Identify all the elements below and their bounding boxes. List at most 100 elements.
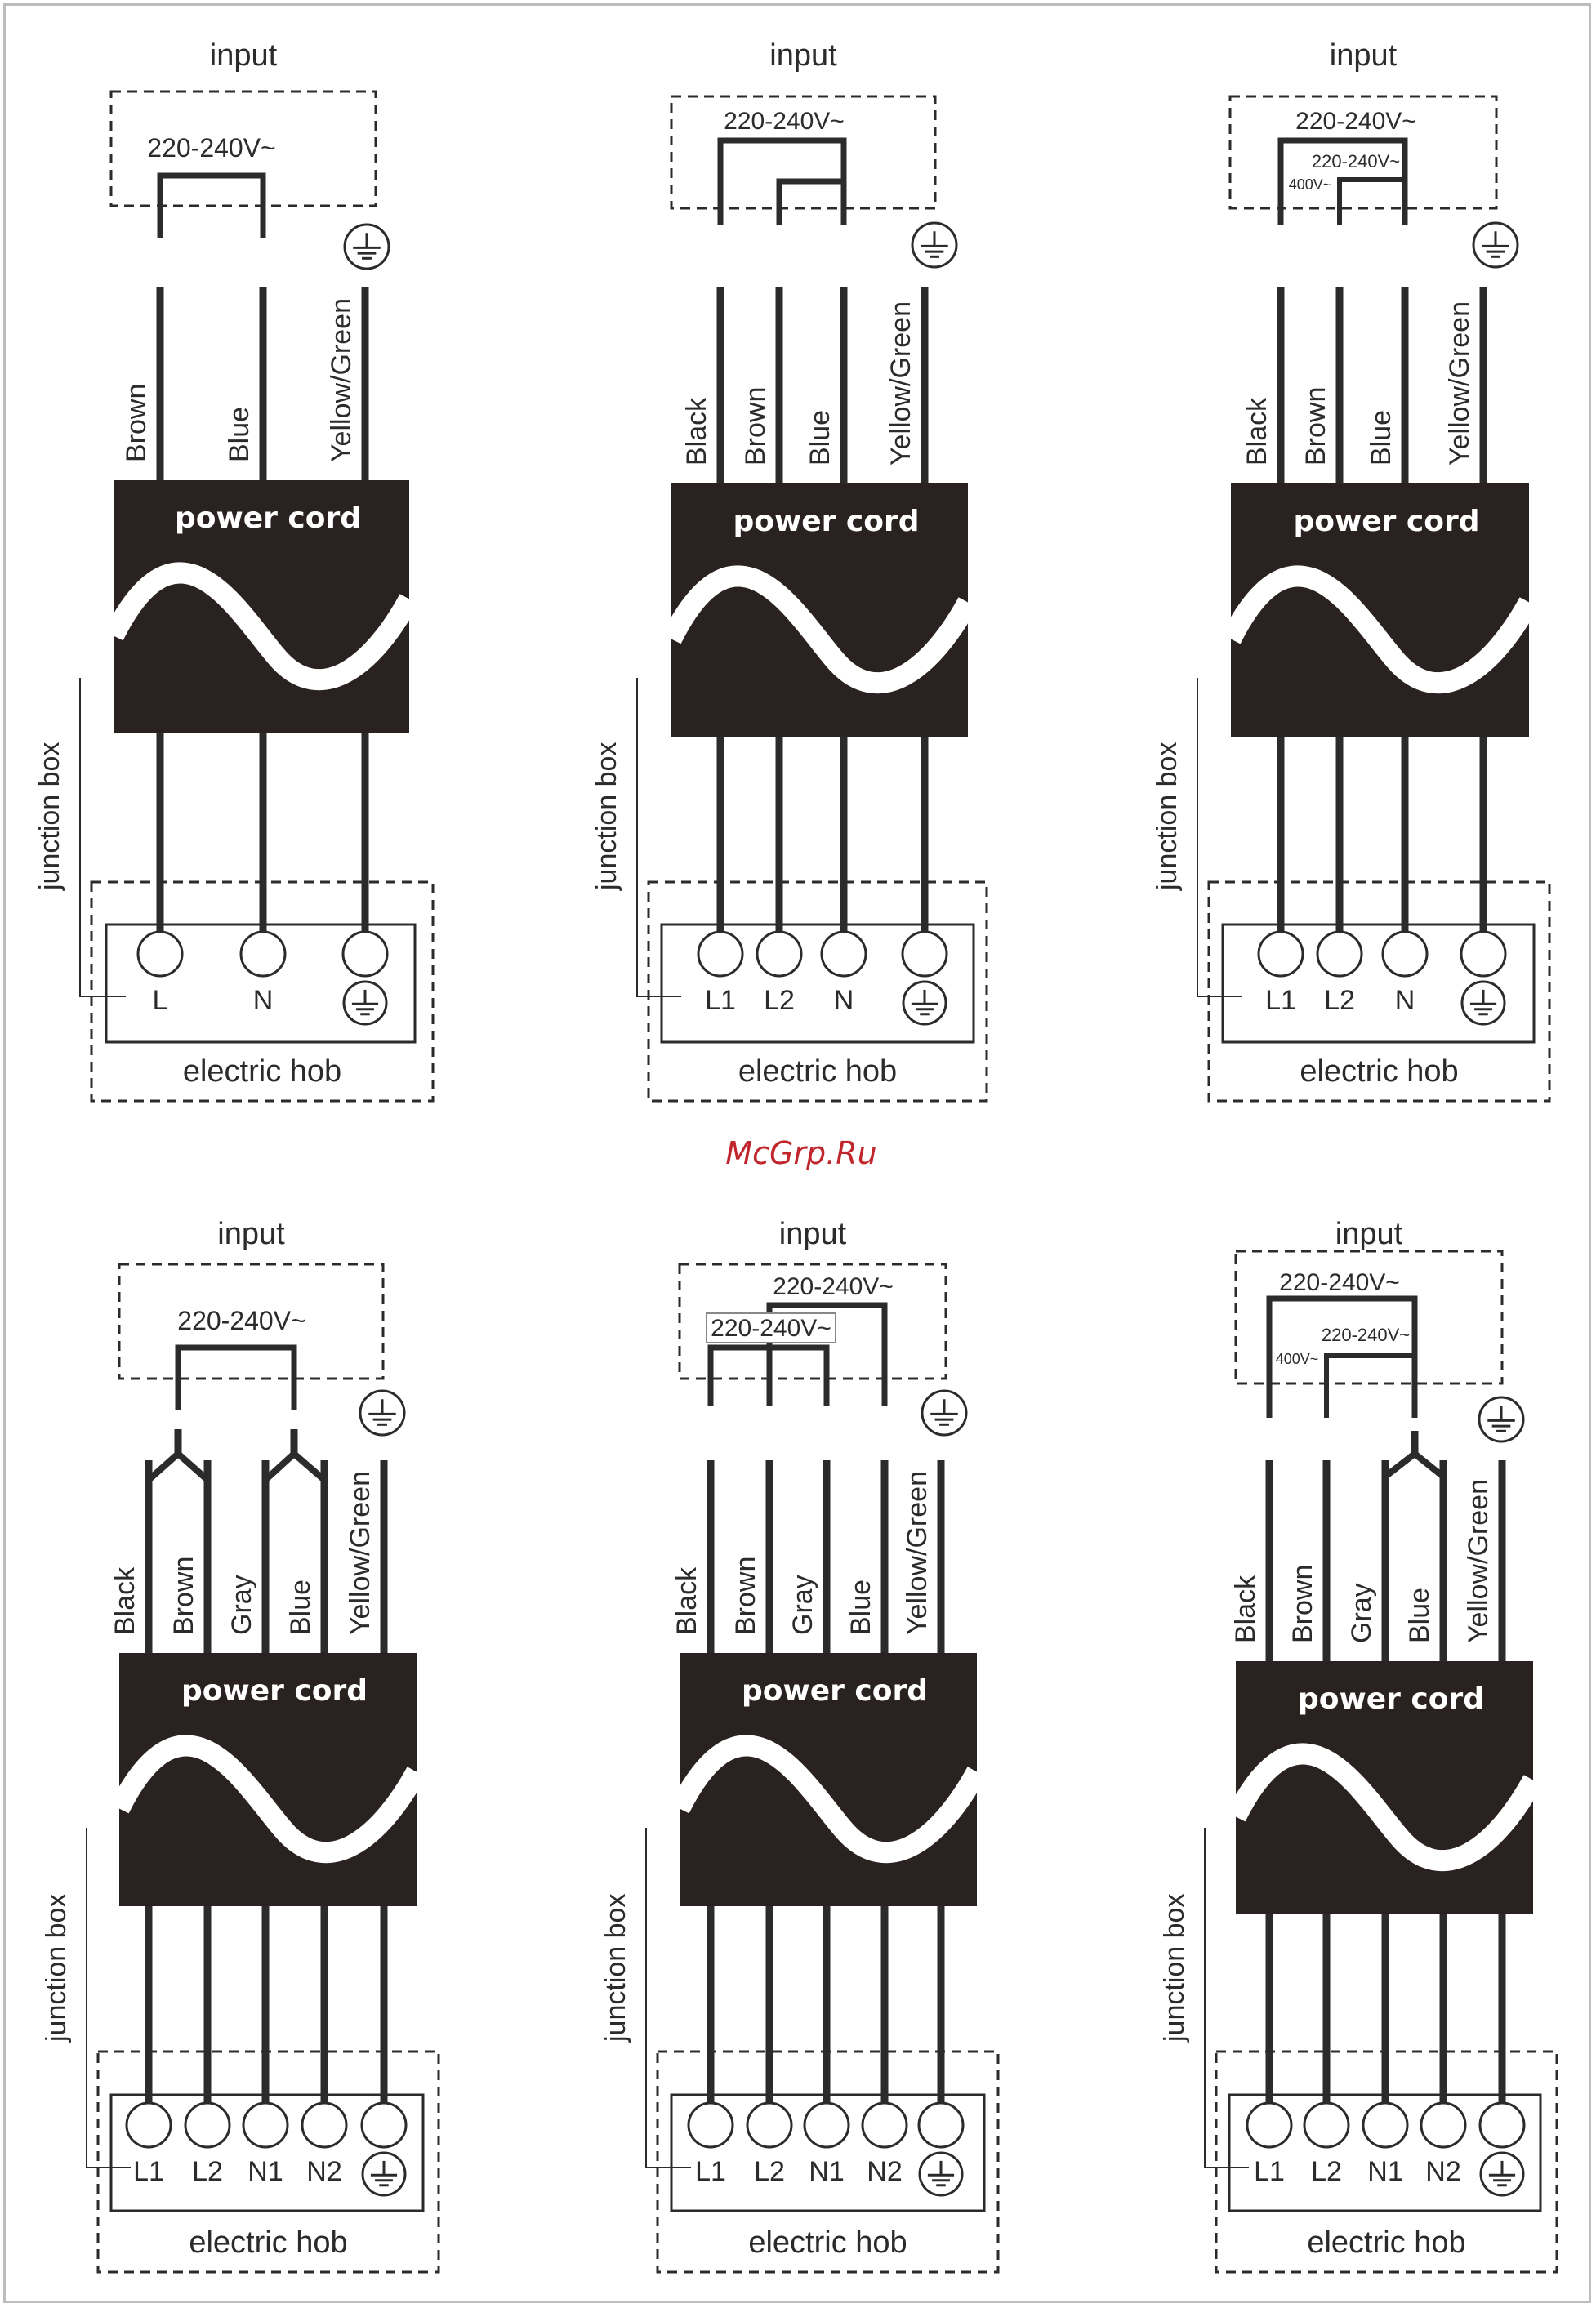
hob-terminal-strip: [105, 923, 417, 1044]
ground-icon: [1478, 1396, 1525, 1443]
terminal-label: L1: [133, 2156, 164, 2187]
electric-hob-label: electric hob: [1300, 1054, 1458, 1089]
ground-icon: [343, 223, 390, 270]
terminal-screw: [746, 2101, 793, 2149]
wire-label-blue: Blue: [285, 1580, 316, 1635]
power-cord-label: power cord: [1293, 505, 1479, 538]
wire-label-brown: Brown: [168, 1557, 199, 1635]
terminal-label: N: [253, 985, 274, 1016]
power-cord-wave: [1221, 565, 1539, 694]
terminal-label: N: [1395, 985, 1415, 1016]
ground-icon: [361, 2151, 407, 2197]
junction-box: [656, 2050, 1000, 2274]
voltage-label-2: 220-240V~: [1322, 1325, 1410, 1345]
terminal-screw: [1303, 2101, 1350, 2149]
terminal-screw: [239, 930, 287, 978]
terminal-screw: [1420, 2101, 1467, 2149]
wire-label-blue: Blue: [224, 407, 255, 462]
ground-icon: [921, 1389, 968, 1437]
terminal-screw-ground: [341, 930, 389, 978]
ground-icon: [1479, 2151, 1525, 2197]
hob-terminal-strip: [1228, 2093, 1542, 2212]
input-jumper-1: [1277, 137, 1408, 225]
terminal-label: L: [153, 985, 168, 1016]
terminal-label: N2: [867, 2156, 902, 2187]
power-cord-wave: [109, 1735, 426, 1864]
junction-box-label: junction box: [1159, 1894, 1190, 2043]
terminal-label: L1: [705, 985, 736, 1016]
wire-label-black: Black: [671, 1566, 702, 1635]
hob-terminal-strip: [1221, 923, 1536, 1044]
wire-label-brown: Brown: [740, 387, 771, 466]
voltage-label: 220-240V~: [147, 133, 275, 163]
terminal-screw: [697, 930, 744, 978]
wire-label-brown: Brown: [1300, 387, 1331, 466]
hob-terminal-strip: [670, 2093, 986, 2212]
terminal-label: L2: [1311, 2156, 1342, 2187]
junction-box-label: junction box: [34, 742, 65, 891]
junction-box: [1215, 2050, 1558, 2274]
input-label: input: [769, 38, 837, 73]
junction-box-leader: [1197, 678, 1242, 997]
power-cord-block: [1231, 483, 1529, 737]
voltage-label: 220-240V~: [177, 1306, 305, 1335]
wire-label-blue: Blue: [1366, 410, 1397, 466]
wire-label-blue: Blue: [805, 410, 836, 466]
wire-split-1: [145, 1449, 211, 1491]
ground-icon: [918, 2151, 964, 2197]
terminal-label: N1: [809, 2156, 844, 2187]
terminal-label: L2: [1324, 985, 1355, 1016]
voltage-label-2: 220-240V~: [711, 1315, 831, 1342]
terminal-screw-ground: [1478, 2101, 1526, 2149]
input-box: [1228, 95, 1498, 210]
input-box: [670, 95, 937, 210]
terminal-label: N1: [247, 2156, 283, 2187]
power-cord-block: [671, 483, 968, 737]
junction-box: [90, 880, 435, 1103]
terminal-screw: [861, 2101, 908, 2149]
power-cord-label: power cord: [742, 1674, 928, 1708]
input-label: input: [779, 1217, 847, 1251]
input-jumper-2: [707, 1344, 830, 1406]
wire-split: [1382, 1449, 1447, 1486]
electric-hob-label: electric hob: [748, 2226, 907, 2260]
terminal-label: N2: [1425, 2156, 1460, 2187]
terminal-screw: [136, 930, 184, 978]
wire-label-gray: Gray: [787, 1575, 818, 1635]
junction-box-leader: [636, 678, 681, 997]
wire-label-gray: Gray: [226, 1575, 257, 1635]
junction-box-leader: [645, 1828, 691, 2168]
terminal-screw-ground: [1460, 930, 1507, 978]
hob-terminal-strip: [109, 2093, 425, 2212]
input-jumper-2: [1324, 1353, 1415, 1418]
wire-label-blue: Blue: [845, 1580, 876, 1635]
voltage-label: 220-240V~: [1279, 1269, 1400, 1296]
wire-split-2: [262, 1449, 328, 1491]
page-frame: [3, 3, 1591, 2303]
power-cord-block: [1236, 1661, 1533, 1914]
input-label: input: [1330, 38, 1398, 73]
input-box: [109, 90, 377, 207]
terminal-screw: [803, 2101, 850, 2149]
wire-label-black: Black: [681, 397, 712, 466]
power-cord-wave: [662, 565, 978, 694]
junction-box-label: junction box: [1152, 742, 1183, 891]
terminal-label: L1: [695, 2156, 726, 2187]
junction-box-leader: [1204, 1828, 1249, 2168]
junction-box-label: junction box: [591, 742, 622, 891]
power-cord-wave: [670, 1735, 987, 1864]
terminal-screw-ground: [360, 2101, 408, 2149]
terminal-label: L1: [1265, 985, 1296, 1016]
input-jumper: [175, 1344, 297, 1410]
voltage-label-2: 220-240V~: [1312, 151, 1400, 172]
junction-box-leader: [86, 1828, 131, 2168]
ground-icon: [911, 221, 958, 269]
input-jumper-2: [1337, 177, 1405, 225]
input-label: input: [210, 38, 278, 73]
terminal-label: N2: [306, 2156, 341, 2187]
power-cord-label: power cord: [175, 501, 361, 535]
terminal-screw: [756, 930, 803, 978]
input-box: [1234, 1250, 1504, 1385]
voltage-label-box: [706, 1312, 836, 1343]
